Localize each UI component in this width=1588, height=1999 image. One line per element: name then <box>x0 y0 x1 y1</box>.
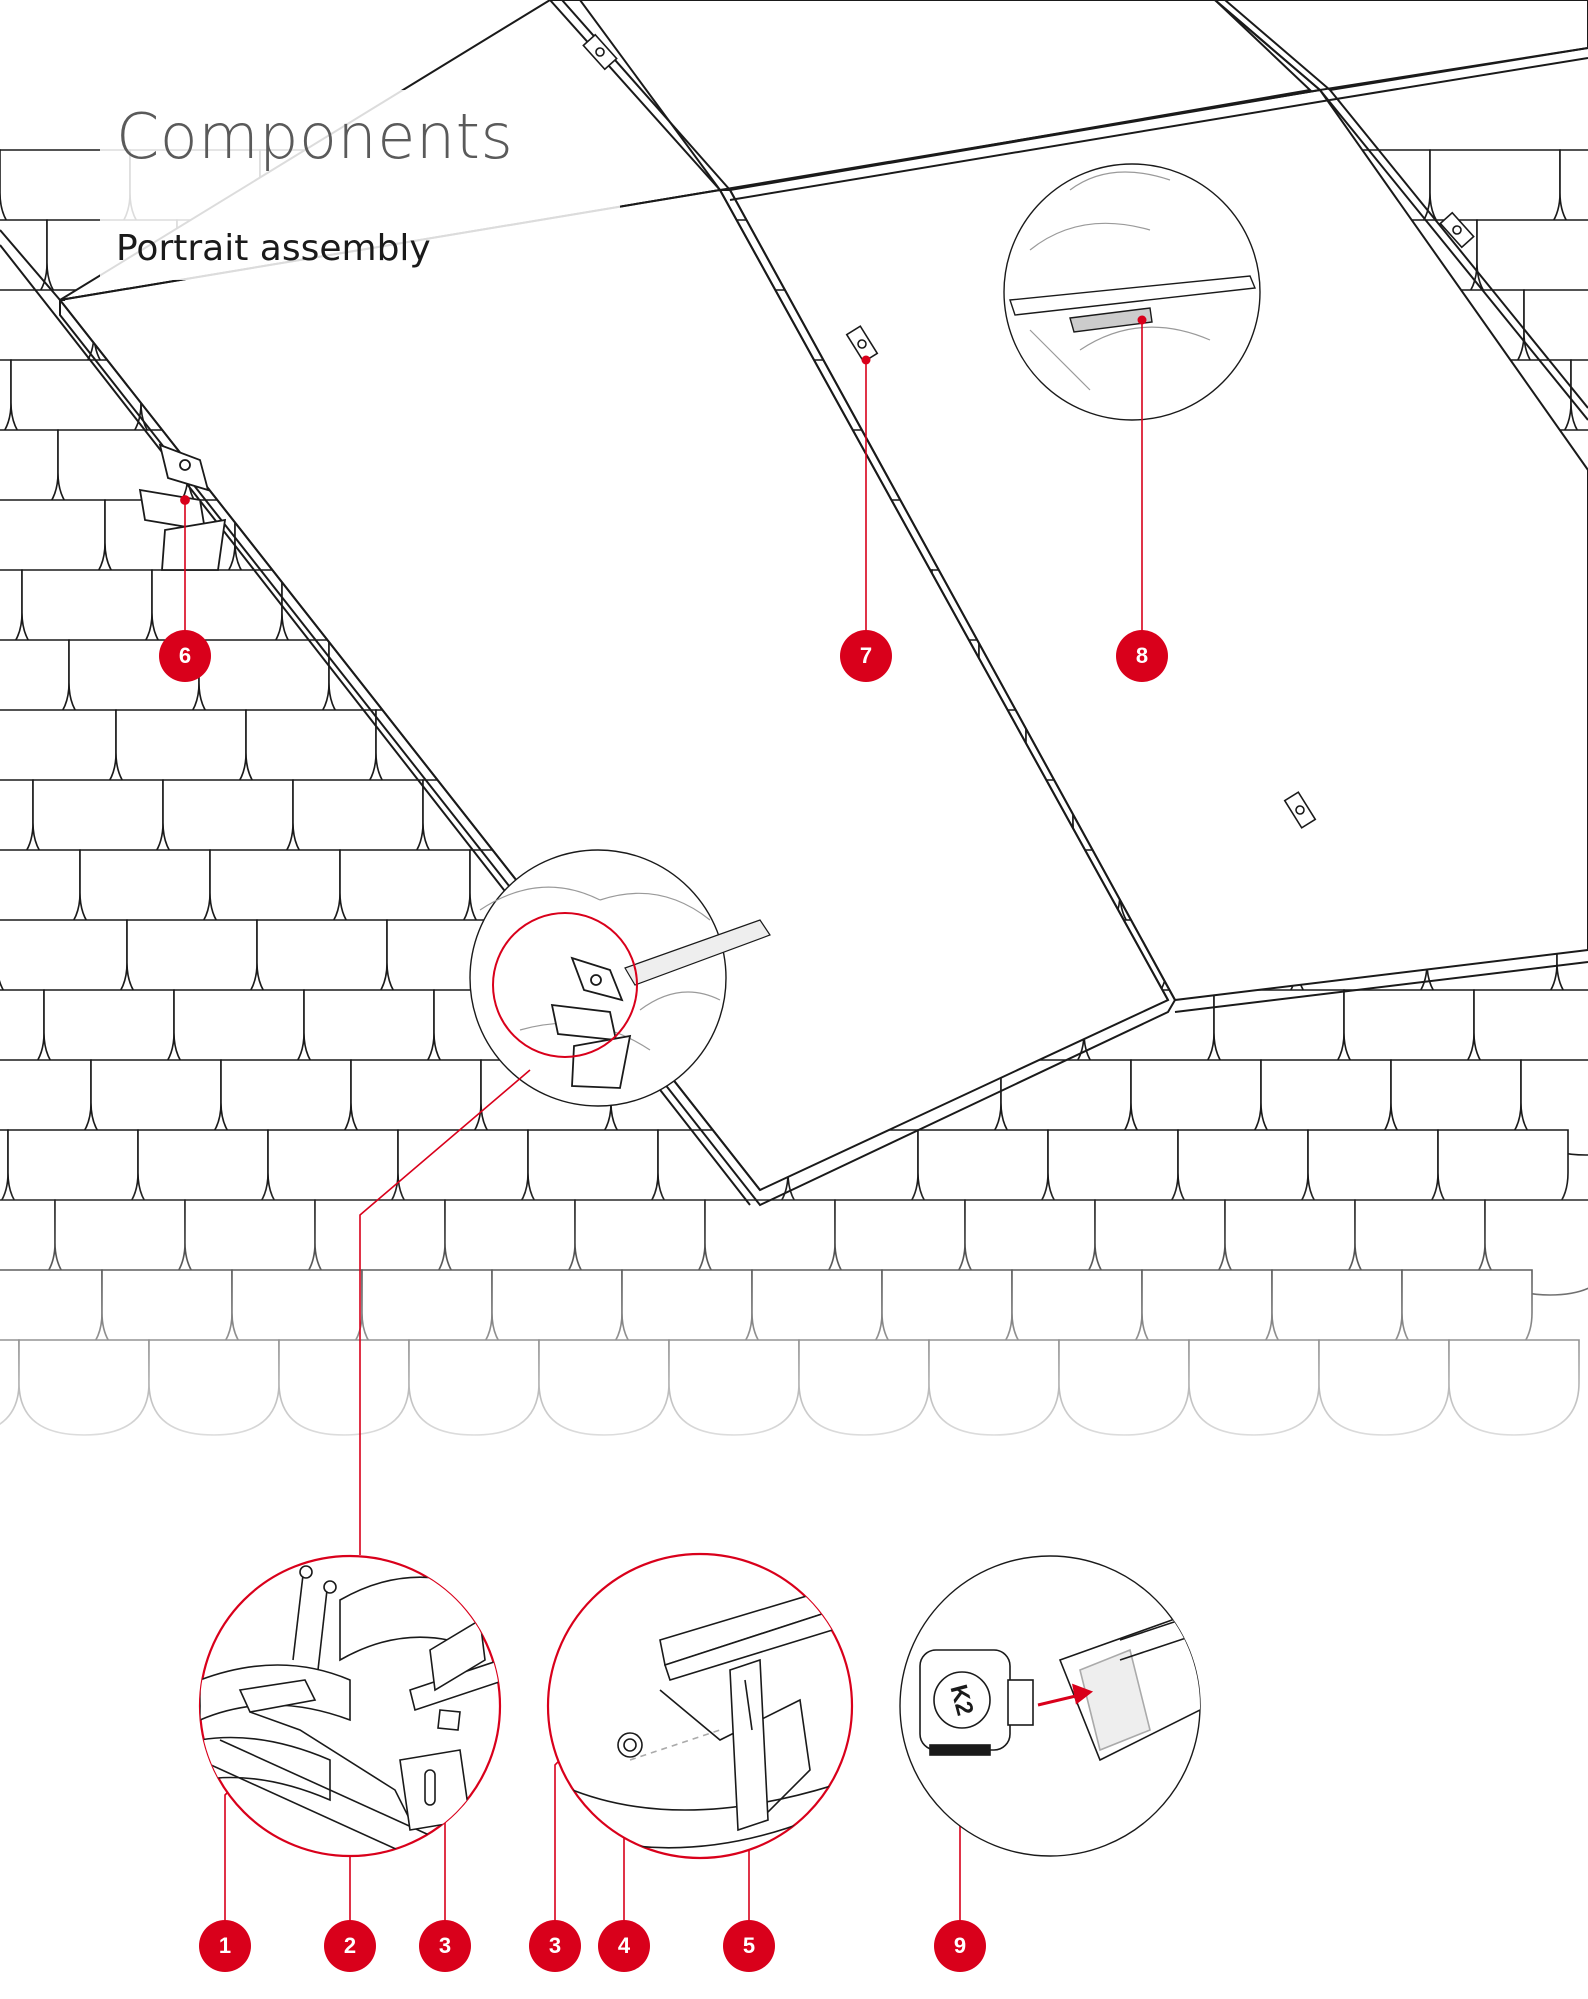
roof-tile <box>1559 149 1588 240</box>
title-knockout <box>100 90 620 280</box>
clamps <box>582 33 1475 829</box>
callout-3: 3 <box>419 1920 471 1972</box>
callout-9: 9 <box>934 1920 986 1972</box>
roof-tile <box>0 779 34 872</box>
callout-5: 5 <box>723 1920 775 1972</box>
tile-fade-overlay <box>0 1180 1588 1480</box>
detail-magnifier-rail <box>469 849 771 1107</box>
callout-8: 8 <box>1116 630 1168 682</box>
roof-tile <box>0 569 23 657</box>
page-subtitle: Portrait assembly <box>116 228 431 269</box>
callout-1: 1 <box>199 1920 251 1972</box>
insert-arrow <box>1037 1683 1094 1707</box>
roof-tile <box>1570 359 1588 444</box>
callout-4: 4 <box>598 1920 650 1972</box>
end-clamp-6 <box>138 443 227 571</box>
roof-tile <box>0 359 12 438</box>
detail-magnifier-8 <box>1003 163 1261 421</box>
callout-2: 2 <box>324 1920 376 1972</box>
detail-rail-mount <box>546 1552 854 1860</box>
detail-roof-hook <box>198 1554 502 1858</box>
detail-end-cap: K2 <box>899 1555 1201 1857</box>
callout-3-rail: 3 <box>529 1920 581 1972</box>
callout-6: 6 <box>159 630 211 682</box>
page-title: Components <box>116 100 514 173</box>
callout-7: 7 <box>840 630 892 682</box>
